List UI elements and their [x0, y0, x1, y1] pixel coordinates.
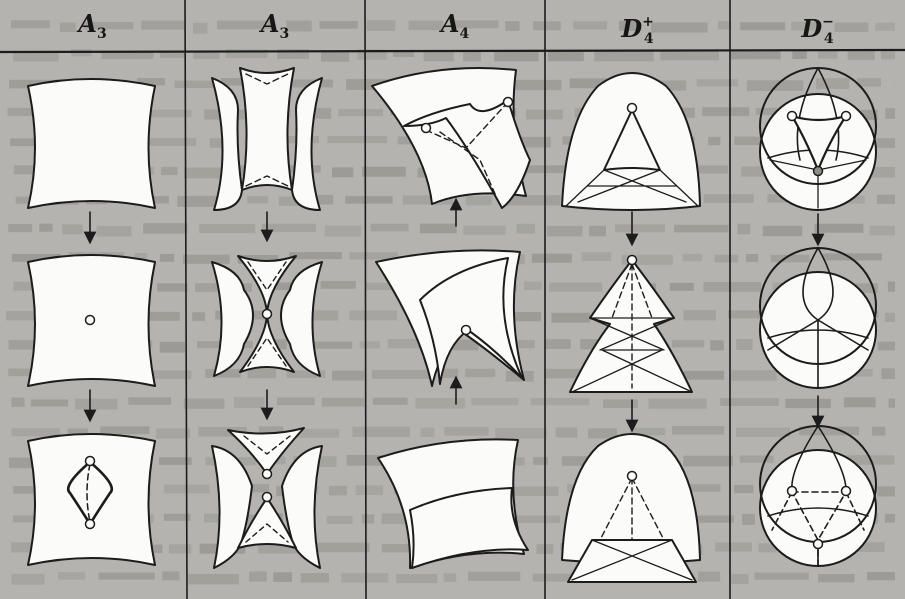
d4m-bottom-point-left [788, 487, 797, 496]
d4-minus-column [760, 68, 876, 566]
d4m-top-point-left [788, 112, 797, 121]
a3-sheet-bottom [28, 434, 155, 565]
a4-middle-point [462, 326, 471, 335]
beaks-sheet-top-right [292, 78, 322, 210]
d4p-top-point [628, 104, 637, 113]
d4p-bottom-point [628, 472, 637, 481]
beaks-critical-point [263, 310, 272, 319]
a3-lips-bottom-point [86, 520, 95, 529]
a3-sheet-top [28, 79, 155, 208]
a4-top-point-left [422, 124, 431, 133]
beaks-sheet-bottom-right [282, 446, 322, 568]
a4-swallowtail-column [372, 68, 530, 568]
beaks-sheet-top [212, 78, 242, 210]
a3-beaks-column [212, 68, 322, 568]
d4m-top-point-bottom [814, 167, 823, 176]
d4m-bottom-point-lower [814, 540, 823, 549]
header-rule [0, 50, 905, 52]
d4p-middle-point [628, 256, 637, 265]
column-divider-1 [185, 0, 187, 599]
beaks-sheet-middle-right [281, 262, 322, 376]
d4m-top-point-right [842, 112, 851, 121]
a4-top-point-right [504, 98, 513, 107]
a3-critical-point [86, 316, 95, 325]
d4-plus-column [562, 73, 700, 582]
a3-lips-column [28, 79, 155, 565]
beaks-sheet-bottom-left [212, 446, 252, 568]
column-divider-2 [365, 0, 366, 599]
d4m-bottom-point-right [842, 487, 851, 496]
a3-lips-top-point [86, 457, 95, 466]
beaks-strip-top [240, 68, 294, 190]
beaks-lower-point [263, 493, 272, 502]
d4p-tree-middle [570, 260, 692, 392]
beaks-sheet-middle-left [212, 262, 253, 376]
beaks-upper-point [263, 470, 272, 479]
